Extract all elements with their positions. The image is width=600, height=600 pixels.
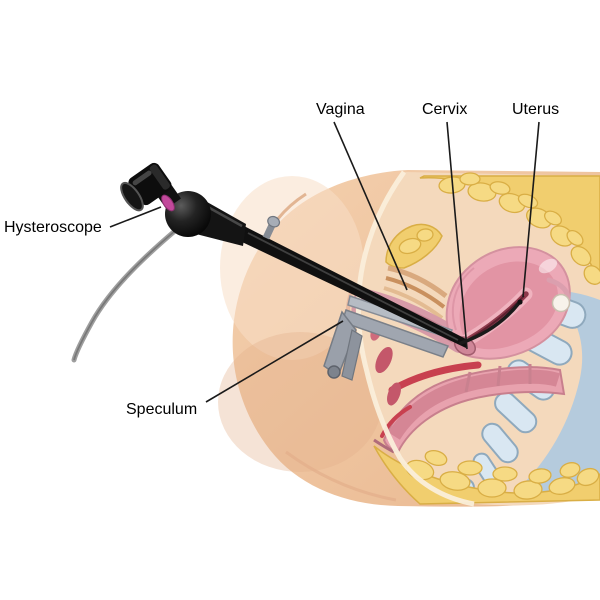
hysteroscope-leader xyxy=(109,206,162,228)
eyepiece xyxy=(120,162,172,212)
speculum-screw xyxy=(327,365,341,379)
fat-layer-mons xyxy=(385,223,443,269)
speculum-leader xyxy=(205,320,344,403)
scope-body xyxy=(165,191,211,237)
fat-lobules xyxy=(405,449,600,500)
fundus-highlight xyxy=(538,258,558,274)
label-uterus: Uterus xyxy=(512,101,560,118)
label-hysteroscope: Hysteroscope xyxy=(4,219,102,236)
anus xyxy=(373,438,395,454)
label-speculum: Speculum xyxy=(126,401,198,418)
cervix-leader xyxy=(446,121,468,350)
ovary xyxy=(551,293,571,313)
leader-lines xyxy=(109,121,540,403)
pink-ring xyxy=(161,194,175,212)
label-cervix: Cervix xyxy=(422,101,468,118)
thigh-crease xyxy=(285,450,397,502)
urethra-layers xyxy=(383,265,448,320)
cut-edge xyxy=(355,170,475,507)
scope-tip xyxy=(459,301,521,345)
vagina-leader xyxy=(333,121,408,291)
light-cable xyxy=(71,227,179,363)
label-vagina: Vagina xyxy=(316,101,365,118)
uterus xyxy=(445,246,571,360)
scope-stopcock xyxy=(262,215,281,240)
hysteroscope xyxy=(71,162,523,363)
skin-highlight xyxy=(220,176,364,360)
uterus-leader xyxy=(522,121,540,298)
